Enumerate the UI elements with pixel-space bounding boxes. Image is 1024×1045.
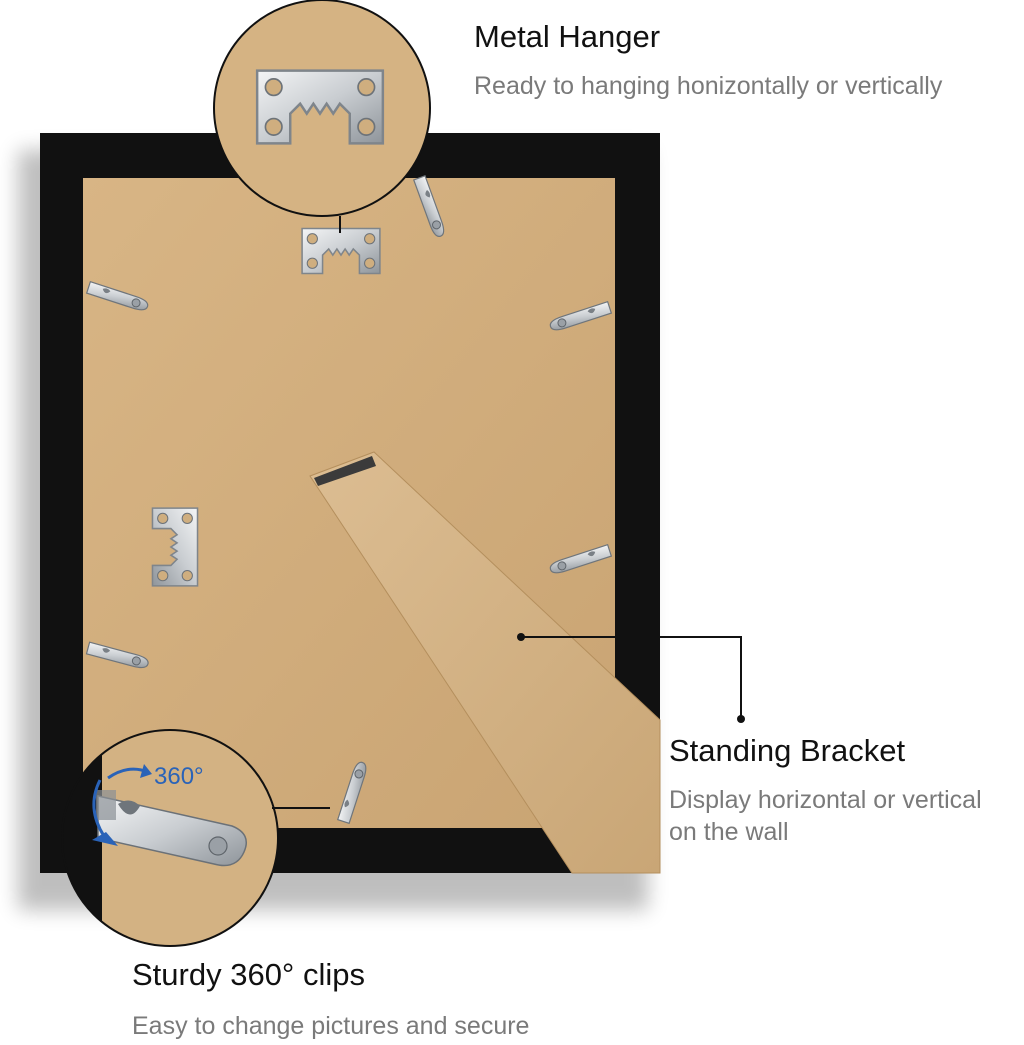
clips-description: Easy to change pictures and secure	[132, 1012, 530, 1040]
bracket-title: Standing Bracket	[669, 733, 906, 768]
bracket-description-line1: Display horizontal or vertical	[669, 786, 982, 814]
hanger-title: Metal Hanger	[474, 19, 661, 54]
bracket-pointer-line	[521, 636, 742, 719]
rotation-label: 360°	[154, 763, 204, 790]
bracket-description-line2: on the wall	[669, 818, 789, 846]
hanger-magnifier	[213, 0, 431, 217]
hanger-description: Ready to hanging honizontally or vertica…	[474, 72, 943, 100]
clips-title: Sturdy 360° clips	[132, 957, 365, 992]
bracket-pointer-end	[737, 715, 745, 723]
standing-bracket	[309, 451, 661, 874]
